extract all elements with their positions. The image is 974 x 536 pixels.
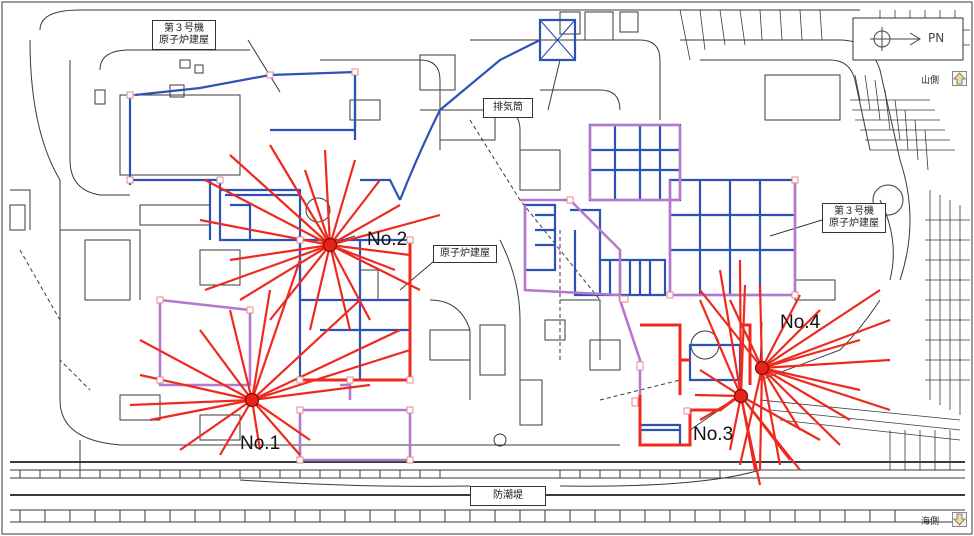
- survey-ray-no4: [761, 366, 891, 412]
- survey-ray-no4: [758, 284, 764, 369]
- survey-ray-no3: [699, 369, 742, 397]
- measurement-point-no2: [322, 237, 338, 253]
- survey-ray-no2: [329, 244, 371, 321]
- survey-ray-no1: [250, 289, 272, 401]
- survey-ray-no2: [329, 243, 396, 272]
- label-seawall: 防潮堤: [470, 486, 546, 506]
- survey-ray-no1: [251, 399, 311, 441]
- survey-ray-no2: [303, 169, 332, 246]
- survey-ray-no3: [740, 395, 801, 471]
- measurement-points: [244, 237, 770, 408]
- survey-ray-no4: [761, 318, 891, 370]
- survey-ray-no2: [329, 243, 411, 257]
- survey-ray-no2: [329, 179, 381, 246]
- survey-ray-no2: [308, 244, 332, 331]
- survey-ray-no3: [728, 395, 743, 451]
- survey-ray-no4: [761, 367, 851, 421]
- label-unit3-reactor-building-right: 第３号機 原子炉建屋: [822, 203, 886, 233]
- survey-ray-no3: [718, 269, 743, 397]
- survey-ray-no1: [228, 309, 254, 401]
- survey-ray-no2: [329, 244, 421, 291]
- survey-ray-no4: [699, 289, 763, 369]
- measurement-point-no1: [244, 392, 260, 408]
- survey-ray-no2: [323, 149, 332, 246]
- survey-ray-no1: [251, 383, 371, 402]
- point-label-no3: No.3: [693, 424, 734, 445]
- arrow-down-icon: [953, 513, 966, 526]
- survey-rays: [129, 144, 891, 486]
- junction-nodes: [126, 68, 799, 464]
- survey-ray-no3: [699, 395, 742, 421]
- label-unit3-reactor-building-top: 第３号機 原子炉建屋: [152, 20, 216, 50]
- survey-ray-no2: [328, 244, 352, 331]
- pipe-network: [128, 18, 797, 447]
- survey-ray-no4: [758, 367, 764, 471]
- survey-ray-no4: [760, 367, 782, 466]
- survey-ray-no1: [251, 348, 411, 402]
- survey-ray-no1: [250, 399, 262, 451]
- survey-ray-no1: [199, 329, 253, 401]
- survey-ray-no4: [761, 309, 821, 369]
- north-indicator: [852, 17, 964, 61]
- point-label-no4: No.4: [780, 312, 821, 333]
- survey-ray-no3: [698, 299, 743, 397]
- measurement-point-no4: [754, 360, 770, 376]
- survey-ray-no1: [251, 399, 301, 456]
- mountain-side-label: 山側: [921, 76, 940, 86]
- survey-ray-no3: [738, 259, 743, 397]
- survey-ray-no2: [199, 218, 331, 247]
- survey-ray-no4: [761, 367, 801, 431]
- survey-ray-no4: [761, 358, 891, 370]
- survey-ray-no4: [761, 367, 841, 446]
- survey-ray-no2: [269, 144, 331, 246]
- survey-ray-no1: [251, 329, 401, 401]
- survey-ray-no2: [204, 243, 331, 292]
- sea-side-label: 海側: [921, 517, 940, 527]
- survey-ray-no2: [328, 159, 357, 246]
- survey-ray-no2: [229, 154, 331, 246]
- survey-ray-no1: [149, 398, 253, 422]
- arrow-up-icon: [953, 72, 966, 85]
- label-reactor-building: 原子炉建屋: [433, 245, 497, 263]
- measurement-point-no3: [733, 388, 749, 404]
- survey-ray-no4: [729, 299, 763, 369]
- survey-ray-no1: [139, 339, 253, 401]
- survey-ray-no4: [761, 294, 801, 369]
- survey-ray-no2: [269, 244, 331, 321]
- survey-ray-no4: [761, 338, 861, 370]
- survey-ray-no2: [229, 243, 331, 262]
- point-label-no2: No.2: [367, 229, 408, 250]
- survey-ray-no1: [250, 259, 302, 401]
- north-label: PN: [928, 31, 945, 45]
- survey-ray-no2: [329, 213, 441, 247]
- survey-ray-no4: [761, 289, 881, 369]
- survey-ray-no2: [329, 204, 401, 246]
- survey-ray-no3: [740, 395, 821, 441]
- label-exhaust-stack: 排気筒: [483, 98, 533, 118]
- survey-ray-no4: [738, 367, 764, 466]
- survey-ray-no3: [739, 395, 762, 486]
- sea-side-arrow: [952, 512, 967, 527]
- mountain-side-arrow: [952, 71, 967, 86]
- survey-ray-no1: [251, 299, 361, 401]
- survey-ray-no2: [204, 179, 331, 246]
- survey-ray-no1: [219, 399, 253, 456]
- survey-ray-no1: [129, 398, 253, 407]
- survey-ray-no2: [239, 244, 331, 301]
- survey-ray-no3: [694, 393, 742, 398]
- survey-ray-no1: [179, 399, 253, 451]
- point-label-no1: No.1: [240, 433, 281, 454]
- survey-ray-no4: [761, 366, 861, 392]
